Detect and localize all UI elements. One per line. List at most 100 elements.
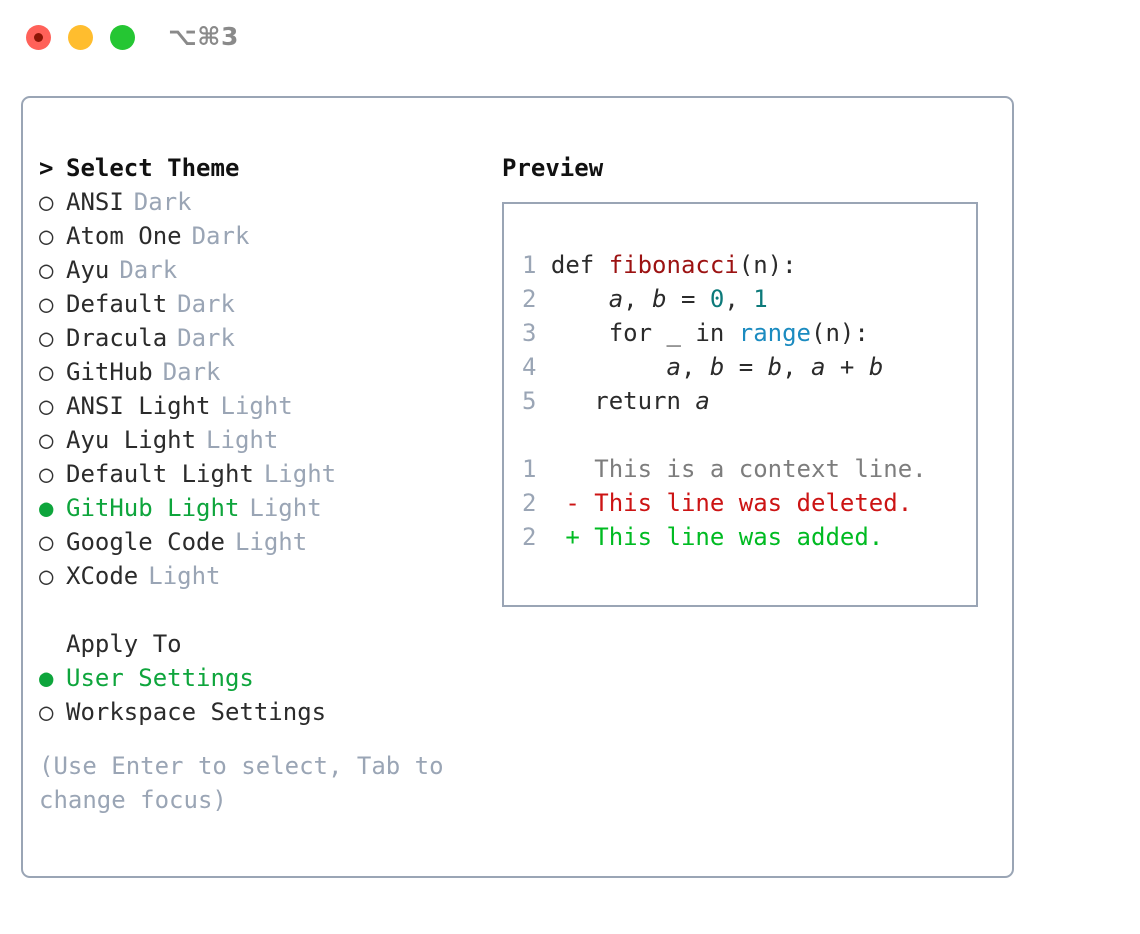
radio-unselected-icon[interactable]: ○ <box>39 460 54 488</box>
diff-sign: + <box>565 523 580 551</box>
code-token: , <box>724 285 754 313</box>
theme-list-item[interactable]: ○ Google Code Light <box>39 525 479 559</box>
minimize-window-button[interactable] <box>68 25 93 50</box>
theme-list-item[interactable]: ○ GitHub Dark <box>39 355 479 389</box>
theme-variant-label: Dark <box>162 358 221 386</box>
code-line: 3 for _ in range(n): <box>522 316 976 350</box>
apply-to-heading: Apply To <box>39 627 479 661</box>
code-token: return <box>550 387 696 415</box>
code-token: a <box>695 387 710 415</box>
line-number: 4 <box>522 353 537 381</box>
close-window-button[interactable] <box>26 25 51 50</box>
radio-unselected-icon[interactable]: ○ <box>39 562 54 590</box>
apply-to-option-label: Workspace Settings <box>66 698 327 726</box>
theme-list-item[interactable]: ○ ANSI Dark <box>39 185 479 219</box>
theme-name: GitHub <box>66 358 153 386</box>
theme-name: XCode <box>66 562 139 590</box>
code-diff-gap <box>522 418 976 452</box>
theme-variant-label: Light <box>234 528 308 556</box>
select-theme-heading-label: Select Theme <box>66 154 240 182</box>
radio-unselected-icon[interactable]: ○ <box>39 698 54 726</box>
theme-variant-label: Dark <box>177 324 235 352</box>
theme-name: Dracula <box>66 324 168 352</box>
radio-selected-icon[interactable]: ● <box>39 664 54 692</box>
line-number: 1 <box>522 251 537 279</box>
code-token: b <box>709 353 725 381</box>
diff-line-number: 2 <box>522 489 537 517</box>
theme-variant-label: Dark <box>133 188 192 216</box>
diff-line: 2 - This line was deleted. <box>522 486 976 520</box>
theme-name: Ayu Light <box>66 426 197 454</box>
theme-name: Google Code <box>66 528 225 556</box>
apply-to-option[interactable]: ● User Settings <box>39 661 479 695</box>
theme-variant-label: Light <box>206 426 279 454</box>
code-line: 5 return a <box>522 384 976 418</box>
theme-name: Default Light <box>66 460 254 488</box>
radio-unselected-icon[interactable]: ○ <box>39 528 54 556</box>
diff-text: This line was added. <box>594 523 884 551</box>
code-token: range <box>738 319 811 347</box>
code-token: a <box>811 353 826 381</box>
code-token: b <box>868 353 884 381</box>
code-token: a <box>666 353 681 381</box>
theme-list-item[interactable]: ○ Ayu Light Light <box>39 423 479 457</box>
radio-selected-icon[interactable]: ● <box>39 494 54 522</box>
keyboard-hint-line-1: (Use Enter to select, Tab to <box>39 752 444 780</box>
line-number: 2 <box>522 285 537 313</box>
diff-text: This is a context line. <box>594 455 927 483</box>
radio-unselected-icon[interactable]: ○ <box>39 188 54 216</box>
theme-name: Atom One <box>66 222 182 250</box>
radio-unselected-icon[interactable]: ○ <box>39 222 54 250</box>
diff-sign: - <box>565 489 580 517</box>
theme-name: ANSI <box>66 188 124 216</box>
theme-name: GitHub Light <box>66 494 240 522</box>
theme-list-item[interactable]: ○ Dracula Dark <box>39 321 479 355</box>
code-token: b <box>652 285 667 313</box>
apply-to-option[interactable]: ○ Workspace Settings <box>39 695 479 729</box>
list-spacer <box>39 593 479 627</box>
radio-unselected-icon[interactable]: ○ <box>39 392 54 420</box>
radio-unselected-icon[interactable]: ○ <box>39 256 54 284</box>
traffic-lights <box>26 25 135 50</box>
select-theme-heading: >Select Theme <box>39 151 479 185</box>
diff-line: 1 This is a context line. <box>522 452 976 486</box>
keyboard-shortcut-label: ⌥⌘3 <box>168 22 239 51</box>
zoom-window-button[interactable] <box>110 25 135 50</box>
code-token: def <box>550 251 609 279</box>
preview-column: Preview 1 def fibonacci(n):2 a, b = 0, 1… <box>502 151 992 607</box>
radio-unselected-icon[interactable]: ○ <box>39 324 54 352</box>
diff-line-number: 1 <box>522 455 537 483</box>
radio-unselected-icon[interactable]: ○ <box>39 426 54 454</box>
code-token: b <box>767 353 783 381</box>
code-token: = <box>724 353 768 381</box>
apply-to-option-label: User Settings <box>66 664 254 692</box>
code-token: + <box>825 353 869 381</box>
code-line: 2 a, b = 0, 1 <box>522 282 976 316</box>
code-token: 0 <box>709 285 725 313</box>
code-token: fibonacci <box>608 251 739 279</box>
code-line: 1 def fibonacci(n): <box>522 248 976 282</box>
diff-text: This line was deleted. <box>594 489 913 517</box>
code-token: , <box>782 353 812 381</box>
theme-variant-label: Dark <box>177 290 235 318</box>
code-token: a <box>608 285 624 313</box>
theme-name: ANSI Light <box>66 392 211 420</box>
code-token: 1 <box>753 285 768 313</box>
code-token: (n): <box>738 251 797 279</box>
code-line: 4 a, b = b, a + b <box>522 350 976 384</box>
title-bar: ⌥⌘3 <box>0 0 1140 78</box>
radio-unselected-icon[interactable]: ○ <box>39 290 54 318</box>
radio-unselected-icon[interactable]: ○ <box>39 358 54 386</box>
